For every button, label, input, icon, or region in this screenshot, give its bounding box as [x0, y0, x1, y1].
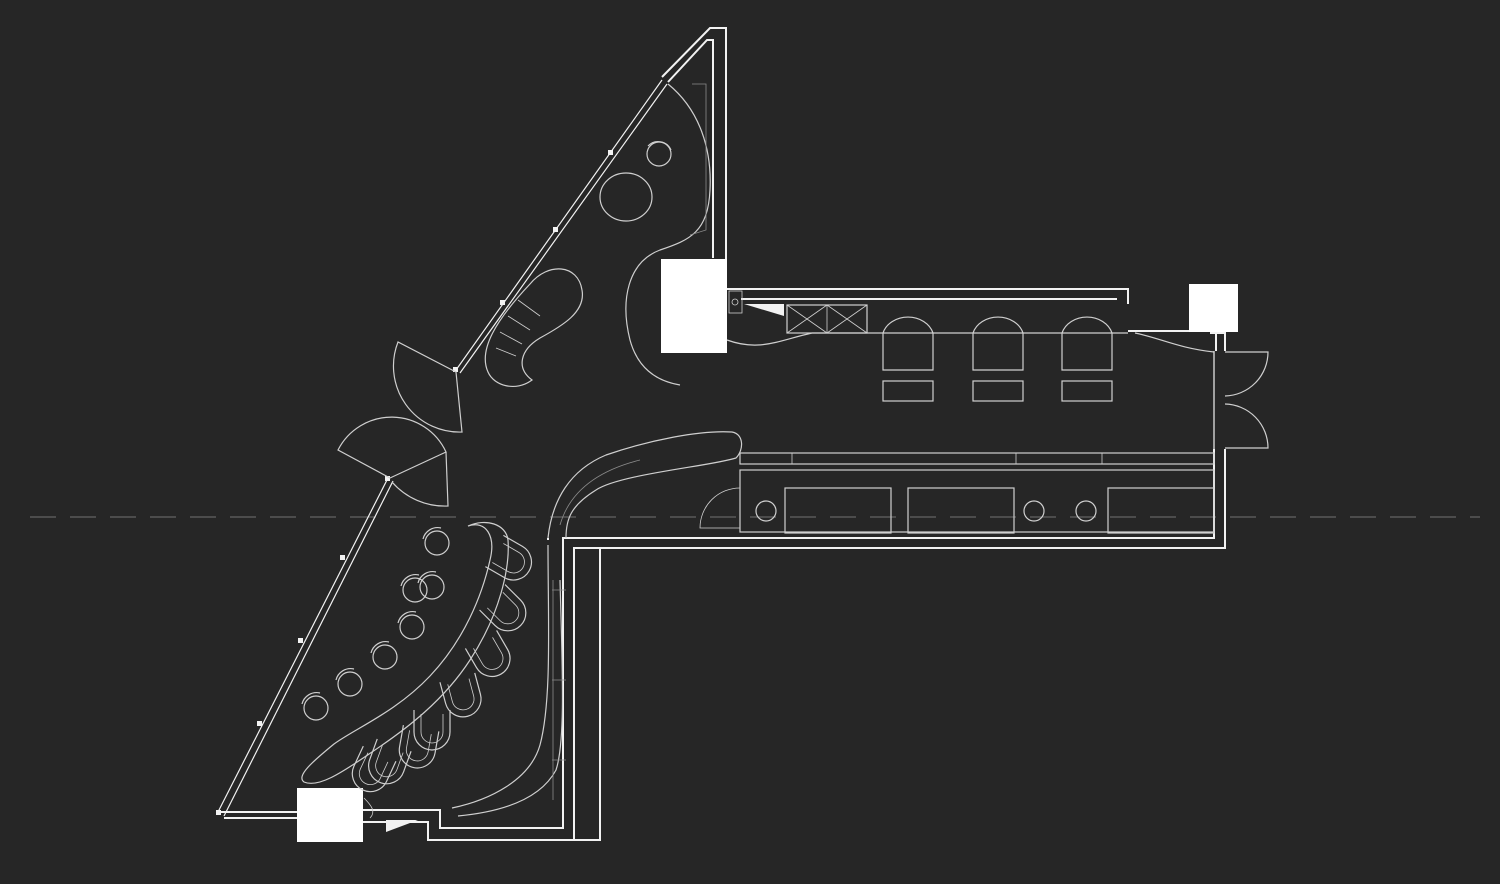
appliance-bays	[882, 316, 1113, 402]
appliance-bay	[1061, 316, 1113, 402]
chair-icon	[370, 641, 398, 670]
columns	[297, 259, 1238, 842]
cross-hatch-cabinet-icon	[786, 304, 868, 334]
chair-icon	[646, 141, 672, 167]
glazing	[216, 79, 668, 817]
south-lounge	[301, 521, 566, 832]
column-block	[1189, 284, 1238, 332]
oval-table	[599, 172, 653, 222]
chair-icon	[335, 668, 363, 697]
curved-bench	[484, 268, 583, 388]
booth-seat	[439, 672, 482, 718]
outer-walls	[218, 27, 1226, 841]
kitchen-counter	[547, 431, 1215, 539]
sink-icon	[1023, 500, 1045, 522]
booth-seat	[413, 710, 451, 751]
column-block	[661, 259, 727, 353]
north-lounge	[484, 83, 711, 388]
booth-seat	[479, 584, 527, 632]
door-swing-icon	[337, 416, 447, 479]
booth-seat	[398, 725, 440, 769]
door-swing-icon	[1224, 403, 1269, 449]
door-swing-icon	[392, 341, 463, 433]
booth-seat	[464, 630, 511, 678]
door-swing-icon	[1224, 351, 1269, 397]
sink-icon	[728, 290, 743, 314]
chair-icon	[397, 611, 425, 640]
booth-seat	[368, 738, 412, 785]
booth-seat	[351, 745, 397, 793]
service-corridor	[726, 290, 1269, 449]
sink-icon	[755, 500, 777, 522]
booth-seat	[485, 534, 533, 581]
column-block	[297, 788, 363, 842]
entry-doors	[337, 341, 463, 507]
chair-icon	[301, 692, 329, 721]
chair-icon	[422, 527, 450, 556]
appliance-bay	[972, 316, 1024, 402]
chair-icon	[417, 571, 445, 600]
sink-icon	[1075, 500, 1097, 522]
chair-icon	[400, 574, 428, 603]
east-doors	[1134, 332, 1269, 449]
door-swing-icon	[699, 487, 741, 529]
appliance-bay	[882, 316, 934, 402]
bar-counter	[301, 521, 509, 784]
